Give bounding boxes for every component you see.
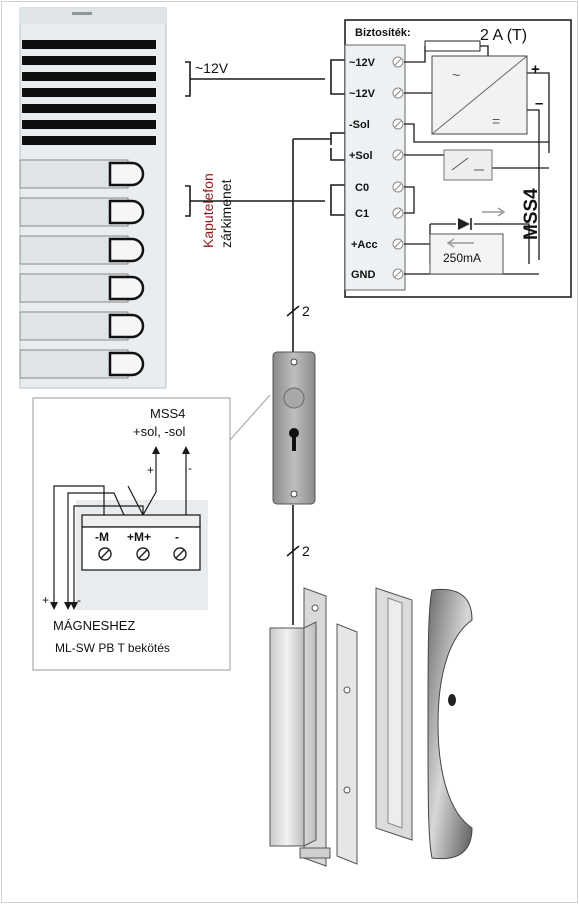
key-switch — [272, 351, 316, 505]
fuse-label: Biztosíték: — [355, 27, 411, 39]
inset-detail: MSS4 +sol, -sol -M +M+ - — [32, 397, 231, 671]
terminal: ~12V — [349, 87, 404, 100]
fuse-value: 2 A (T) — [480, 27, 527, 44]
relay-symbol — [443, 149, 493, 181]
terminal-label: -M — [95, 530, 109, 544]
terminal: C1 — [355, 207, 404, 220]
power-converter: ~ = — [431, 55, 528, 135]
terminal: +Sol — [349, 149, 404, 162]
terminal-label: +Acc — [351, 239, 378, 251]
terminal: C0 — [355, 181, 404, 194]
wire-count-bottom: 2 — [302, 543, 310, 559]
call-button — [19, 273, 145, 303]
terminal-label: C1 — [355, 208, 369, 220]
terminal: GND — [351, 268, 404, 281]
terminals: ~12V ~12V -Sol +Sol C0 C1 — [349, 56, 404, 281]
inset-arrows — [50, 446, 190, 610]
terminal-label: - — [175, 530, 179, 544]
magnetic-lock — [269, 587, 473, 867]
terminal: ~12V — [349, 56, 404, 69]
inset-wires — [53, 452, 187, 604]
inset-subtitle: +sol, -sol — [133, 424, 185, 439]
inset-caption-line1: MÁGNESHEZ — [53, 618, 135, 633]
voltage-label: ~12V — [195, 60, 229, 76]
terminal-label: +M+ — [127, 530, 151, 544]
terminal-strip — [344, 44, 406, 291]
inset-bottom-plus: + — [42, 593, 49, 607]
terminal-label: GND — [351, 269, 376, 281]
svg-text:~: ~ — [452, 67, 460, 83]
call-button — [19, 159, 145, 189]
power-connection — [185, 59, 345, 97]
kaputelefon-label: Kaputelefon — [200, 173, 216, 248]
terminal-label: ~12V — [349, 57, 376, 69]
model-label: MSS4 — [521, 188, 542, 240]
svg-text:=: = — [492, 113, 500, 129]
fuse-symbol — [424, 40, 481, 52]
current-label: 250mA — [443, 251, 481, 265]
terminal-label: C0 — [355, 182, 369, 194]
wire-count-top: 2 — [302, 303, 310, 319]
lock-wire — [286, 132, 345, 625]
minus-sign: – — [535, 95, 543, 112]
call-buttons — [19, 159, 145, 379]
magnet-terminal-block: -M +M+ - — [81, 514, 201, 571]
terminal: -Sol — [349, 118, 404, 131]
current-limiter: 250mA — [429, 233, 504, 275]
inset-bottom-minus: - — [77, 593, 81, 607]
inset-caption-line2: ML-SW PB T bekötés — [55, 641, 170, 655]
call-button — [19, 349, 145, 379]
intercom-lock-connection — [185, 184, 345, 217]
inset-wire-minus: - — [188, 461, 192, 475]
inset-wire-plus: + — [147, 463, 154, 477]
call-button — [19, 311, 145, 341]
diode-symbol — [458, 207, 506, 230]
terminal-label: +Sol — [349, 150, 373, 162]
zarkimenet-label: zárkimenet — [218, 179, 234, 248]
plus-sign: + — [531, 61, 540, 78]
call-button — [19, 197, 145, 227]
inset-title: MSS4 — [150, 406, 185, 421]
intercom-panel — [19, 7, 167, 389]
terminal-label: ~12V — [349, 88, 376, 100]
callout-line — [229, 394, 271, 441]
mss4-module: Biztosíték: 2 A (T) ~12V ~12V -Sol +Sol — [344, 19, 572, 298]
terminal: +Acc — [351, 238, 404, 251]
speaker-grill — [22, 40, 156, 145]
call-button — [19, 235, 145, 265]
terminal-label: -Sol — [349, 119, 370, 131]
